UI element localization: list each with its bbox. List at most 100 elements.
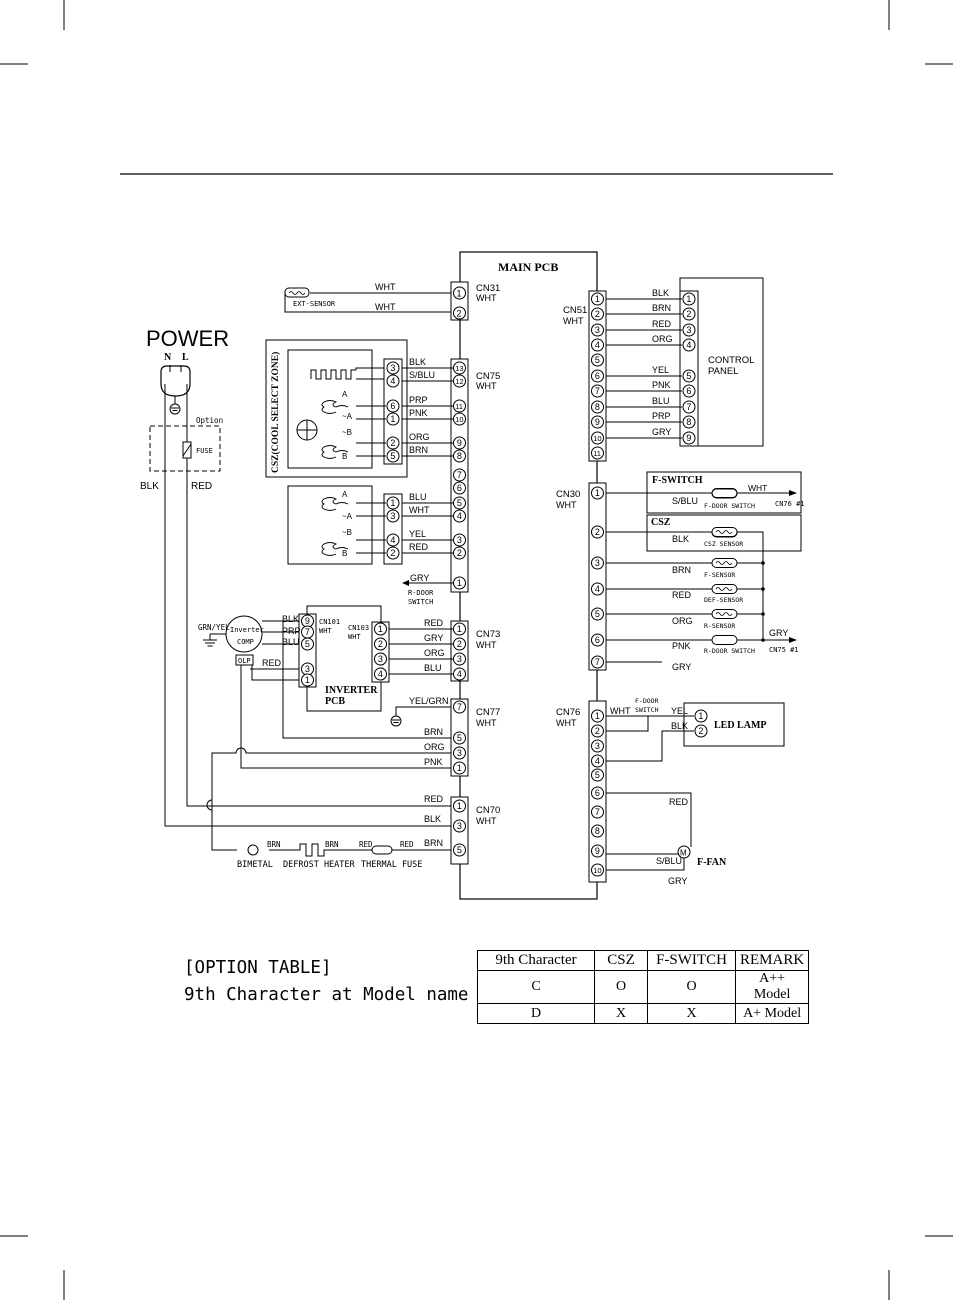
cn76-pin <box>591 805 604 819</box>
cn73-color: WHT <box>476 640 497 650</box>
cn75-pin <box>453 533 466 547</box>
panel-pin <box>682 400 696 414</box>
svg-text:OLP: OLP <box>238 657 251 665</box>
cn103-pin <box>374 622 387 636</box>
wire-label: S/BLU <box>409 370 435 380</box>
cn75-pin <box>453 449 466 463</box>
csz-title: CSZ <box>651 517 671 528</box>
cn30-color: WHT <box>556 500 577 510</box>
pin-number: 1 <box>457 801 462 811</box>
option-table: 9th Character CSZ F-SWITCH REMARK C O O … <box>477 950 810 1024</box>
wire-label: ORG <box>652 334 673 344</box>
option-header-cell: F-SWITCH <box>647 950 736 971</box>
svg-text:S/BLU: S/BLU <box>672 496 698 506</box>
pin-number: 1 <box>457 578 462 588</box>
cn30-pin <box>591 556 604 570</box>
cn103-pin <box>374 652 387 666</box>
svg-text:BRN: BRN <box>325 840 339 849</box>
cn51-pin <box>591 384 604 398</box>
pin-number: 7 <box>595 657 600 667</box>
cn77-label: CN77 <box>476 707 500 718</box>
svg-text:~B: ~B <box>342 428 352 437</box>
wire-label: BLK <box>409 357 426 367</box>
wire-label: RED <box>652 319 672 329</box>
svg-text:WHT: WHT <box>375 302 396 312</box>
cn30-pin <box>591 607 604 621</box>
pin-number: 5 <box>595 770 600 780</box>
panel-pin <box>682 369 696 383</box>
cn75-pin <box>453 481 466 495</box>
cn103-pin <box>374 637 387 651</box>
junction-dot <box>761 587 765 591</box>
svg-text:RED: RED <box>672 590 692 600</box>
pin-number: 4 <box>595 340 600 350</box>
pin-number: 6 <box>686 386 691 396</box>
cn75-color: WHT <box>476 381 497 391</box>
svg-text:WHT: WHT <box>348 633 361 641</box>
svg-text:GRY: GRY <box>672 662 691 672</box>
wire-label: BRN <box>424 727 443 737</box>
svg-text:WHT: WHT <box>610 706 631 716</box>
cn76-pin <box>591 768 604 782</box>
wire-label: PRP <box>652 411 671 421</box>
pin-number: 2 <box>390 438 395 448</box>
bimetal-icon <box>247 844 259 856</box>
coil-icon <box>321 497 349 511</box>
power-section: POWER N L Option FUSE BLK RED <box>140 326 460 827</box>
pin-number: 2 <box>390 548 395 558</box>
cn51-label: CN51 <box>563 305 587 316</box>
svg-text:WHT: WHT <box>748 483 767 493</box>
cn75-pin <box>453 412 466 426</box>
csz-conn-pin <box>386 449 400 463</box>
inverter-pcb-label-2: PCB <box>325 696 345 707</box>
pin-number: 3 <box>390 511 395 521</box>
pin-number: 7 <box>595 386 600 396</box>
pin-number: 2 <box>457 548 462 558</box>
cn76-pin <box>591 709 604 723</box>
cn73-pin <box>453 667 466 681</box>
pin-number: 5 <box>457 845 462 855</box>
svg-text:B: B <box>342 549 347 558</box>
wire-label: PRP <box>409 395 428 405</box>
inverter-pcb-label-1: INVERTER <box>325 685 378 696</box>
csz-zone: CSZ(COOL SELECT ZONE) A ~A ~B B <box>265 339 469 593</box>
option-table-header: 9th Character CSZ F-SWITCH REMARK <box>477 950 810 971</box>
cn73-pin <box>453 652 466 666</box>
pin-number: 3 <box>378 654 383 664</box>
pin-number: 1 <box>457 763 462 773</box>
svg-text:WHT: WHT <box>319 627 332 635</box>
power-blk-label: BLK <box>140 481 159 492</box>
cn75-pin <box>453 468 466 482</box>
pin-number: 9 <box>457 438 462 448</box>
cn73-pin <box>453 622 466 636</box>
option-cell: X <box>594 1003 648 1024</box>
svg-text:WHT: WHT <box>375 282 396 292</box>
main-pcb-label: MAIN PCB <box>498 260 558 274</box>
panel-pin <box>682 292 696 306</box>
cn30-pin <box>591 486 604 500</box>
option-cell: O <box>647 970 736 1004</box>
cn51-pin <box>591 353 604 367</box>
cn76-pin <box>591 863 604 877</box>
cn77-pin <box>453 761 466 775</box>
svg-text:DEF-SENSOR: DEF-SENSOR <box>704 596 743 604</box>
wire-label: BLK <box>652 288 669 298</box>
cn101-pin <box>301 637 314 651</box>
inverter-section: GRN/YEL Inverter COMP OLP CN101 WHT CN10… <box>198 605 451 769</box>
csz-conn-pin <box>386 496 400 510</box>
pin-number: 3 <box>595 741 600 751</box>
svg-text:GRY: GRY <box>668 876 687 886</box>
pin-number: 9 <box>305 616 310 626</box>
pin-number: 1 <box>595 711 600 721</box>
option-header-cell: REMARK <box>734 950 810 971</box>
cn30-pin <box>591 633 604 647</box>
panel-pin <box>682 431 696 445</box>
pin-number: 3 <box>390 363 395 373</box>
cn51-pin <box>591 292 604 306</box>
sensor-icon <box>711 609 738 619</box>
csz-zone-label: CSZ(COOL SELECT ZONE) <box>270 352 281 473</box>
pin-number: 7 <box>595 807 600 817</box>
pin-number: 9 <box>595 846 600 856</box>
option-header-cell: 9th Character <box>477 950 595 971</box>
junction-dot <box>761 638 765 642</box>
